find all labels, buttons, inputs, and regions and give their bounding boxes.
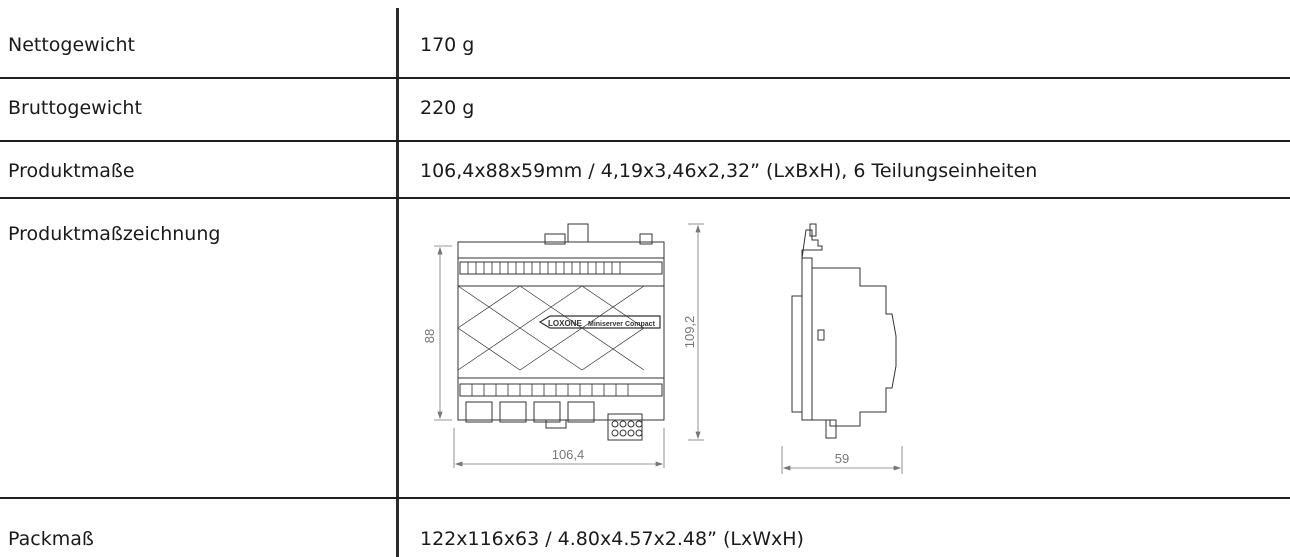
row-value-product-dimensions: 106,4x88x59mm / 4,19x3,46x2,32” (LxBxH),… xyxy=(420,160,1038,182)
row-value-package-dimensions: 122x116x63 / 4.80x4.57x2.48” (LxWxH) xyxy=(420,528,804,550)
row-label-net-weight: Nettogewicht xyxy=(8,34,135,56)
row-value-net-weight: 170 g xyxy=(420,34,475,56)
front-view-body xyxy=(457,241,665,421)
row-label-package-dimensions: Packmaß xyxy=(8,528,94,550)
logo-brand: LOXONE xyxy=(548,319,582,328)
row-separator xyxy=(0,77,1290,79)
dimension-total-height-label: 109,2 xyxy=(682,316,697,349)
dimension-drawing: 106,4 88 109,2 LOXONE Miniserver Compact… xyxy=(422,223,903,474)
column-divider xyxy=(396,8,399,557)
front-view-terminal-row-top xyxy=(459,261,663,275)
row-separator xyxy=(0,197,1290,199)
row-separator xyxy=(0,140,1290,142)
row-label-gross-weight: Bruttogewicht xyxy=(8,97,142,119)
side-view xyxy=(791,223,897,439)
dimension-width-label: 106,4 xyxy=(552,447,585,462)
front-view-terminal-block xyxy=(607,413,643,441)
front-view-terminal-row-bottom xyxy=(459,383,663,397)
front-view-connector xyxy=(567,223,589,243)
dimension-height-label: 88 xyxy=(422,329,437,343)
row-value-gross-weight: 220 g xyxy=(420,97,475,119)
dimension-depth-label: 59 xyxy=(835,451,849,466)
row-label-product-dimensions: Produktmaße xyxy=(8,160,135,182)
row-separator xyxy=(0,497,1290,499)
row-label-dimension-drawing: Produktmaßzeichnung xyxy=(8,223,221,245)
logo-model: Miniserver Compact xyxy=(588,321,656,328)
